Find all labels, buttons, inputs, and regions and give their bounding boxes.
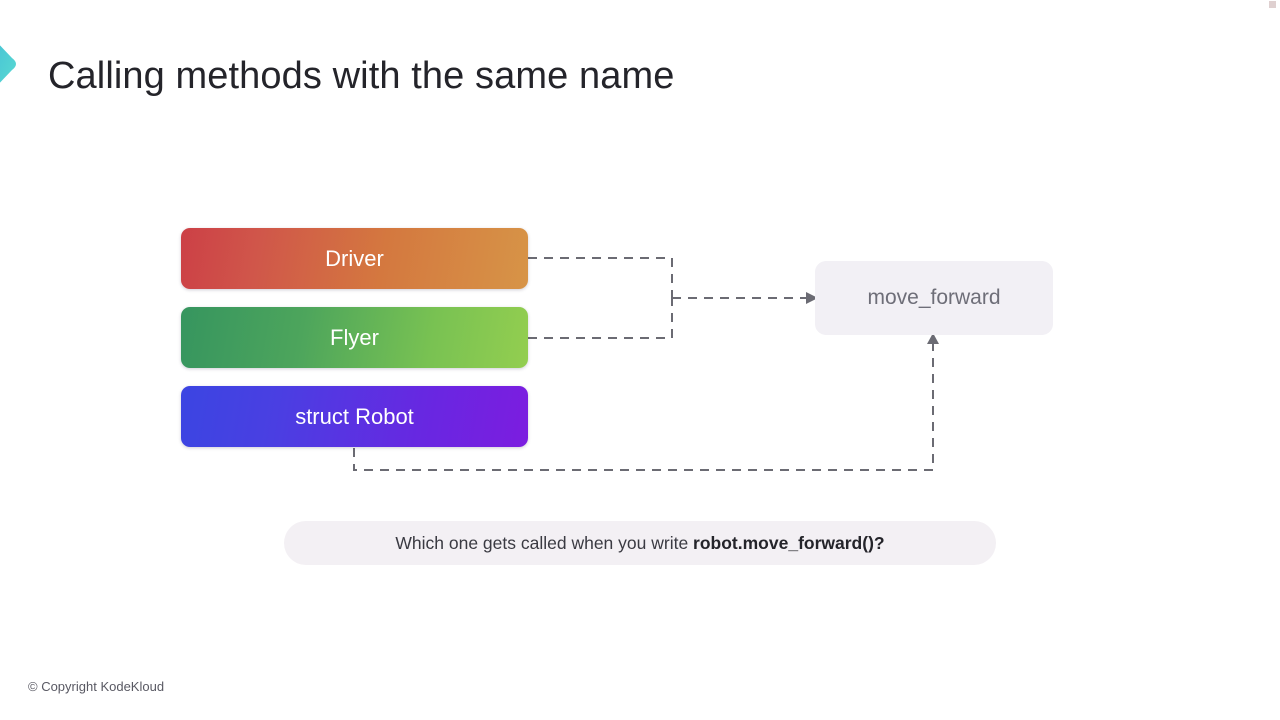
arrowhead-up-icon [927,333,939,344]
question-text: Which one gets called when you write rob… [395,533,884,554]
connector-driver [528,257,673,298]
connector-robot [353,344,934,471]
arrowhead-right-icon [806,292,818,304]
question-prefix: Which one gets called when you write [395,532,694,553]
question-code-snippet: robot.move_forward()? [693,532,885,553]
footer-copyright: © Copyright KodeKloud [28,679,165,694]
chevron-right-icon [0,45,16,83]
connector-flyer [528,298,673,339]
type-box-driver-label: Driver [325,245,384,271]
method-box-move-forward[interactable]: move_forward [815,261,1053,335]
type-box-flyer[interactable]: Flyer [181,307,528,368]
kodekloud-chevron-logo [0,45,16,83]
type-box-flyer-label: Flyer [330,324,379,350]
question-banner: Which one gets called when you write rob… [284,521,996,565]
type-box-struct-robot-label: struct Robot [295,403,414,429]
page-title: Calling methods with the same name [48,55,675,97]
type-box-driver[interactable]: Driver [181,228,528,289]
corner-marker [1269,1,1276,8]
method-box-label: move_forward [867,286,1001,309]
type-box-struct-robot[interactable]: struct Robot [181,386,528,447]
